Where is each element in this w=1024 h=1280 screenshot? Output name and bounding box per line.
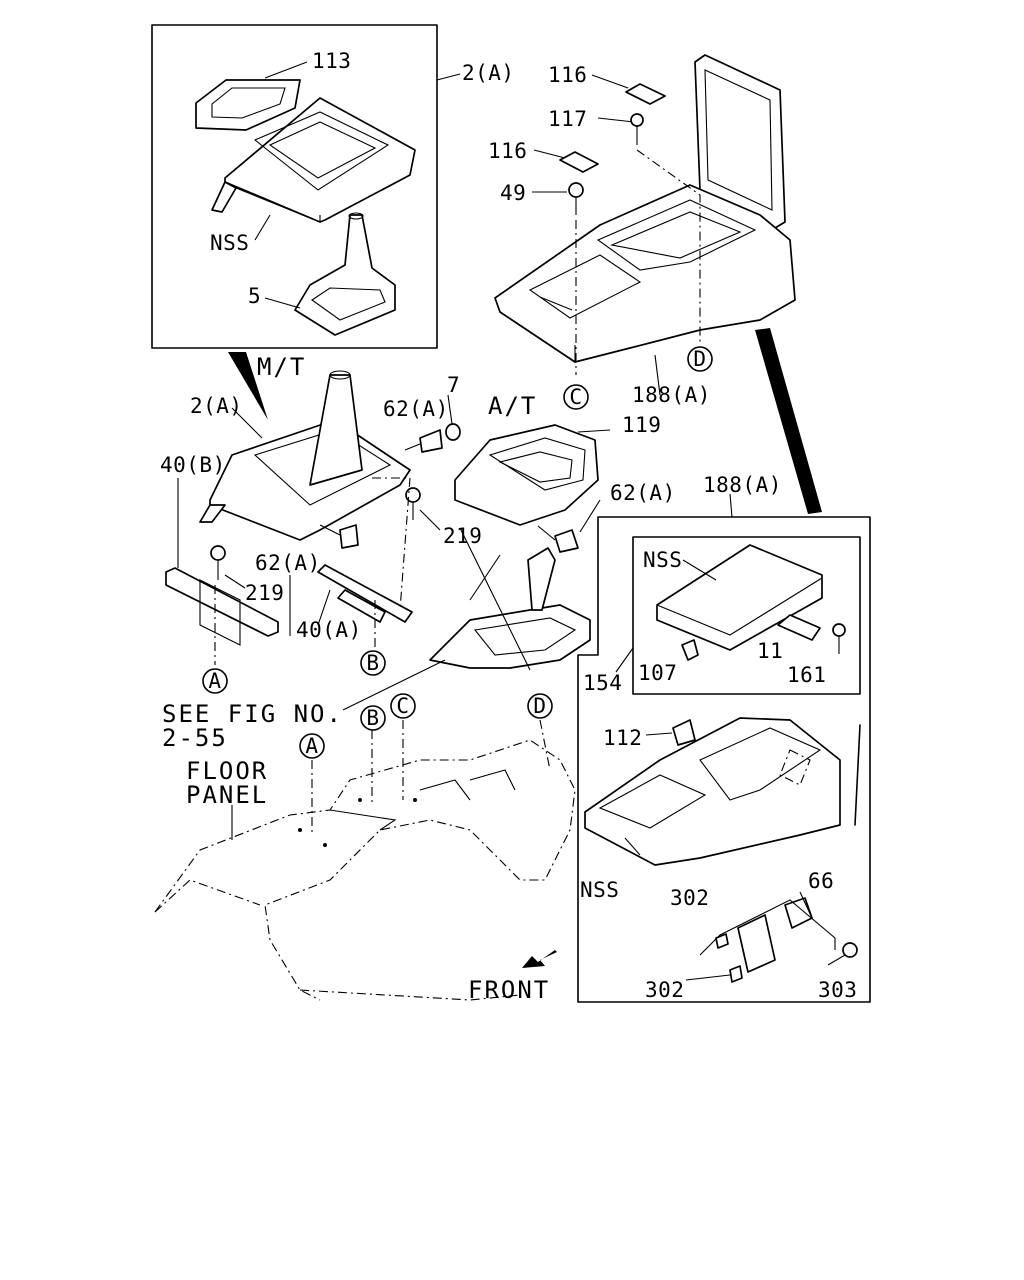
marker-b-mid	[360, 650, 386, 676]
label-161: 161	[787, 663, 826, 687]
mt-cover-assembly	[199, 370, 411, 541]
part-113-bezel	[195, 79, 301, 131]
marker-c-low-letter: C	[396, 694, 409, 718]
part-303-screw	[827, 942, 858, 966]
label-219-1: 219	[443, 524, 482, 548]
part-107-clip	[681, 639, 699, 661]
label-2a-mid: 2(A)	[190, 394, 243, 418]
inset-pointer-wedge	[755, 328, 822, 514]
label-2a-top: 2(A)	[462, 61, 515, 85]
label-40b: 40(B)	[160, 453, 226, 477]
label-62a-1: 62(A)	[383, 397, 449, 421]
marker-a-mid	[202, 668, 228, 694]
part-302-clip-1	[715, 933, 729, 949]
part-62a-screw-1	[404, 429, 443, 453]
at-cover-assembly	[454, 424, 599, 526]
at-shifter-base	[429, 547, 591, 669]
label-at: A/T	[488, 392, 537, 420]
label-nss-lower: NSS	[580, 878, 619, 902]
label-mt: M/T	[257, 353, 306, 381]
marker-d-top-letter: D	[693, 347, 706, 371]
part-5-shift-boot	[294, 212, 396, 336]
label-116a: 116	[548, 63, 587, 87]
floor-panel	[154, 739, 576, 1001]
mt-inset-box	[151, 24, 438, 349]
label-11: 11	[757, 639, 783, 663]
marker-c-top	[563, 384, 589, 410]
note-see-fig-line2: 2-55	[162, 724, 228, 752]
mt-pointer-wedge	[228, 352, 268, 420]
label-107: 107	[638, 661, 677, 685]
console-188a-inset	[577, 516, 871, 1003]
console-assembly-upper	[494, 54, 796, 364]
marker-a-low-letter: A	[305, 734, 318, 758]
note-front: FRONT	[468, 976, 550, 1004]
label-188a-2: 188(A)	[703, 473, 782, 497]
label-302a: 302	[670, 886, 709, 910]
part-40a-bracket	[317, 564, 413, 623]
part-302-clip-2	[729, 965, 743, 983]
label-nss-inset: NSS	[643, 548, 682, 572]
label-62a-3: 62(A)	[255, 551, 321, 575]
label-119: 119	[622, 413, 661, 437]
marker-b-mid-letter: B	[366, 651, 379, 675]
label-5: 5	[248, 284, 261, 308]
marker-c-low	[390, 693, 416, 719]
front-arrow-icon	[522, 950, 557, 968]
part-112-clip	[672, 719, 696, 746]
label-113: 113	[312, 49, 351, 73]
label-188a-1: 188(A)	[632, 383, 711, 407]
marker-d-low-letter: D	[533, 694, 546, 718]
label-112: 112	[603, 726, 642, 750]
part-116b-pad	[559, 151, 599, 173]
note-floor-panel-line1: FLOOR	[186, 757, 268, 785]
marker-a-low	[299, 733, 325, 759]
part-62a-screw-3	[319, 524, 359, 549]
label-117: 117	[548, 107, 587, 131]
marker-b-low	[360, 705, 386, 731]
label-302b: 302	[645, 978, 684, 1002]
marker-a-mid-letter: A	[208, 669, 221, 693]
marker-c-top-letter: C	[569, 385, 582, 409]
part-219-screw-2	[210, 545, 226, 580]
marker-b-low-letter: B	[366, 706, 379, 730]
marker-d-low	[527, 693, 553, 719]
label-116b: 116	[488, 139, 527, 163]
part-116a-pad	[625, 83, 666, 105]
label-49: 49	[500, 181, 526, 205]
note-floor-panel-line2: PANEL	[186, 781, 268, 809]
part-161-screw	[832, 623, 846, 654]
label-62a-2: 62(A)	[610, 481, 676, 505]
part-40b-bracket	[165, 567, 279, 646]
marker-d-top	[687, 346, 713, 372]
label-66: 66	[808, 869, 834, 893]
part-2a-cover-upper	[211, 97, 416, 223]
label-7: 7	[447, 373, 460, 397]
label-219-2: 219	[245, 581, 284, 605]
part-62a-screw-2	[537, 525, 579, 553]
label-nss-top: NSS	[210, 231, 249, 255]
note-see-fig-line1: SEE FIG NO.	[162, 700, 343, 728]
part-117-screw	[630, 113, 644, 145]
label-40a: 40(A)	[296, 618, 362, 642]
part-7-grommet	[445, 423, 461, 441]
label-154: 154	[583, 671, 622, 695]
part-49-screw	[568, 182, 584, 215]
label-303: 303	[818, 978, 857, 1002]
